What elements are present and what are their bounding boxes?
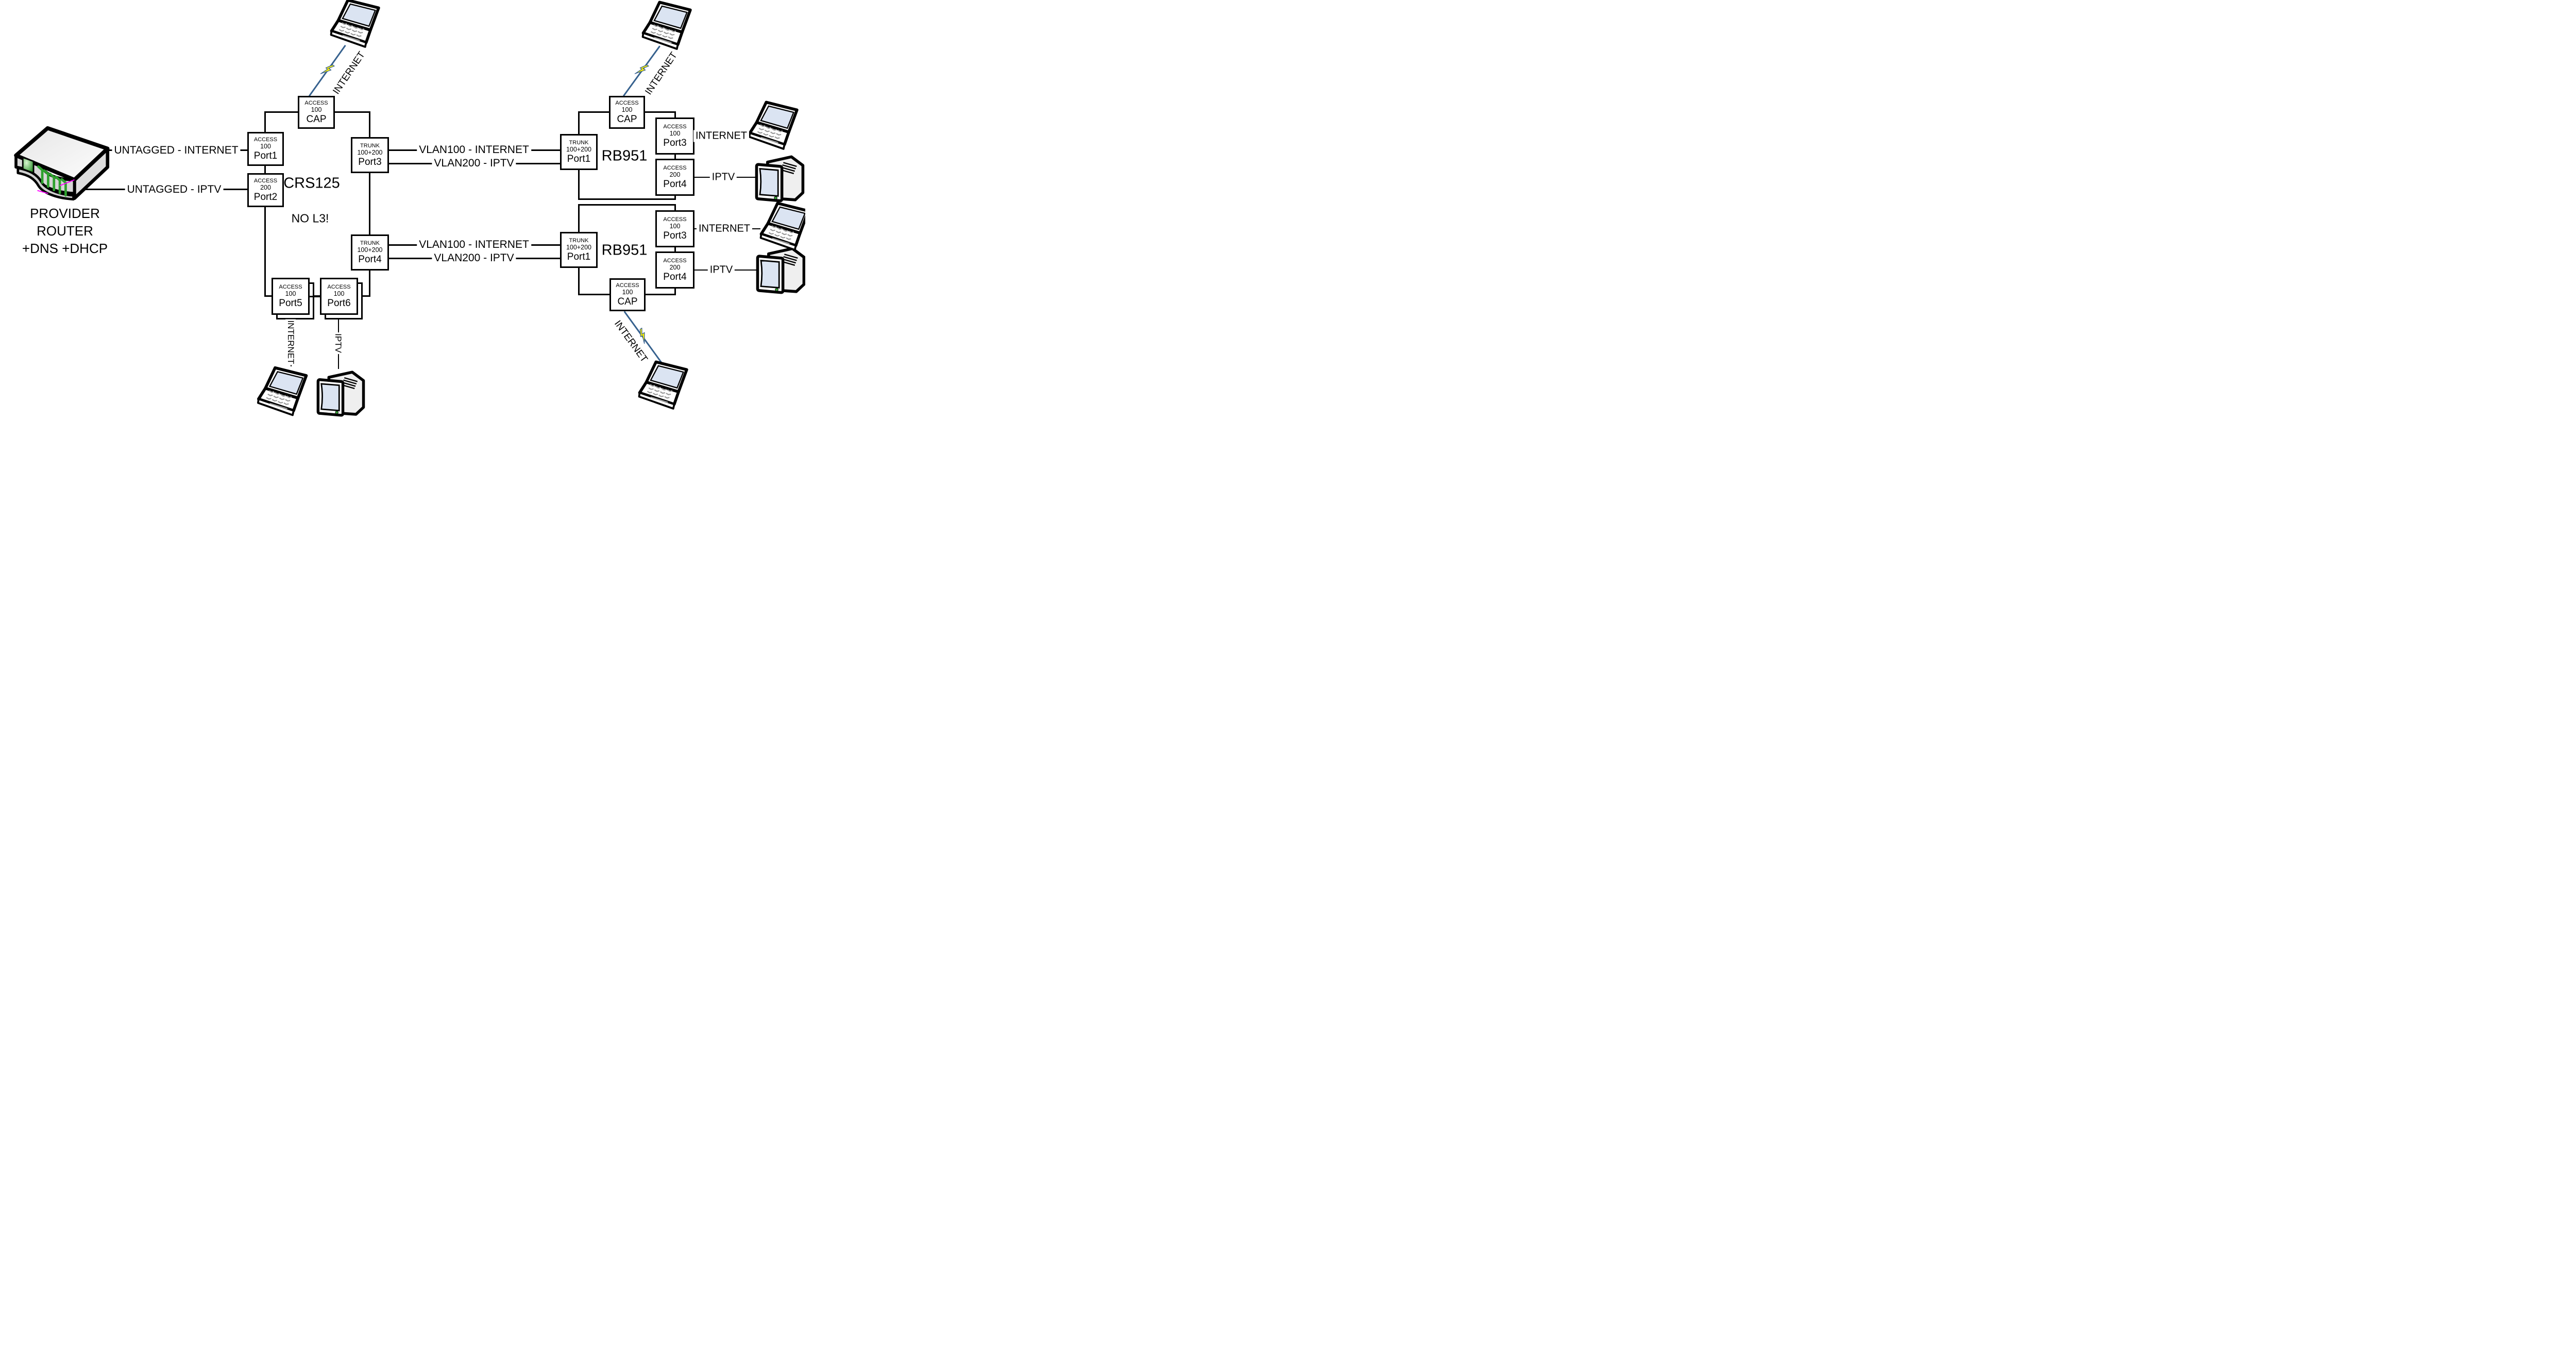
provider-router-title: PROVIDER ROUTER: [30, 206, 100, 239]
port-mode: ACCESS: [663, 123, 687, 130]
port-mode: ACCESS: [663, 257, 687, 264]
rb951-top-cap-box: ACCESS 100 CAP: [609, 96, 645, 129]
port-vlan: 100: [669, 130, 681, 138]
port-name: Port3: [663, 230, 687, 242]
port-vlan: 100: [285, 290, 296, 298]
port-vlan: 200: [669, 171, 681, 179]
port-mode: TRUNK: [569, 139, 589, 146]
port-vlan: 200: [669, 264, 681, 272]
port-name: Port1: [567, 251, 591, 263]
port-vlan: 100: [311, 106, 322, 114]
rb951-bottom-port4-box: ACCESS 200 Port4: [655, 251, 694, 289]
port-name: Port4: [663, 272, 687, 283]
port-vlan: 100+200: [357, 246, 383, 254]
label-vlan100-top: VLAN100 - INTERNET: [417, 144, 531, 156]
port-name: CAP: [306, 114, 327, 125]
label-wifi-internet-rb-top: INTERNET: [643, 50, 680, 97]
port-name: Port6: [327, 298, 351, 309]
port-name: Port3: [663, 138, 687, 149]
rb951-bottom-cap-box: ACCESS 100 CAP: [609, 278, 646, 311]
laptop-icon: [639, 0, 697, 54]
port-vlan: 100: [621, 106, 633, 114]
rb951-top-name: RB951: [601, 147, 648, 164]
label-iptv-rb-bottom: IPTV: [707, 264, 735, 276]
label-internet-rb-top: INTERNET: [693, 130, 749, 142]
lightning-bolt-icon: [635, 327, 651, 345]
port-vlan: 100: [333, 290, 345, 298]
rb951-bottom-name: RB951: [601, 242, 648, 259]
crs125-port3-box: TRUNK 100+200 Port3: [351, 137, 389, 173]
port-vlan: 100: [622, 289, 633, 296]
port-mode: ACCESS: [279, 283, 302, 290]
label-iptv-rb-top: IPTV: [709, 171, 737, 183]
port-mode: ACCESS: [663, 216, 687, 223]
tv-icon: [314, 368, 367, 419]
label-iptv-port6: IPTV: [333, 332, 343, 354]
port-name: Port2: [253, 192, 278, 203]
crs125-port5-box: ACCESS 100 Port5: [272, 278, 310, 315]
port-mode: ACCESS: [615, 99, 639, 106]
provider-router-icon: [11, 125, 110, 206]
crs125-port1-box: ACCESS 100 Port1: [247, 132, 284, 166]
laptop-icon: [757, 201, 805, 255]
crs125-port2-box: ACCESS 200 Port2: [247, 173, 284, 207]
port-vlan: 100+200: [357, 149, 383, 157]
rb951-top-port3-box: ACCESS 100 Port3: [655, 117, 694, 155]
crs125-port4-box: TRUNK 100+200 Port4: [351, 234, 389, 271]
port-vlan: 200: [260, 184, 271, 192]
label-untagged-internet: UNTAGGED - INTERNET: [112, 144, 241, 157]
port-mode: TRUNK: [360, 142, 380, 149]
port-mode: ACCESS: [663, 164, 687, 171]
label-internet-rb-bottom: INTERNET: [697, 223, 752, 235]
label-vlan100-bottom: VLAN100 - INTERNET: [417, 239, 531, 251]
crs125-name: CRS125: [283, 175, 340, 192]
laptop-icon: [636, 360, 693, 413]
port-vlan: 100+200: [566, 146, 591, 154]
port-mode: ACCESS: [616, 282, 639, 289]
port-name: CAP: [617, 296, 638, 308]
port-vlan: 100+200: [566, 244, 591, 251]
lightning-bolt-icon: [634, 61, 650, 79]
port-name: Port4: [358, 254, 382, 265]
provider-router-label: PROVIDER ROUTER +DNS +DHCP: [0, 205, 130, 257]
label-vlan200-bottom: VLAN200 - IPTV: [432, 252, 516, 264]
port-mode: TRUNK: [360, 240, 380, 246]
laptop-icon: [255, 366, 313, 419]
label-internet-port5: INTERNET: [285, 319, 296, 365]
tv-icon: [753, 151, 805, 206]
port-mode: ACCESS: [253, 177, 278, 184]
port-name: Port4: [663, 179, 687, 190]
network-diagram: ACCESS 100 CAP ACCESS 100 Port1 ACCESS 2…: [0, 0, 805, 419]
crs125-cap-box: ACCESS 100 CAP: [298, 96, 335, 129]
port-mode: ACCESS: [327, 283, 351, 290]
port-mode: ACCESS: [253, 136, 278, 143]
port-name: Port3: [358, 157, 382, 168]
port-name: Port5: [279, 298, 302, 309]
rb951-bottom-port1-box: TRUNK 100+200 Port1: [560, 232, 598, 268]
port-name: CAP: [617, 114, 637, 125]
laptop-icon: [328, 0, 385, 52]
crs125-port6-box: ACCESS 100 Port6: [320, 278, 358, 315]
provider-router-subtitle: +DNS +DHCP: [22, 240, 108, 256]
port-name: Port1: [253, 150, 278, 162]
crs125-note: NO L3!: [291, 211, 329, 225]
cable-port5-port6: [309, 296, 321, 297]
label-untagged-iptv: UNTAGGED - IPTV: [125, 183, 224, 196]
port-name: Port1: [567, 154, 591, 165]
port-vlan: 100: [260, 143, 271, 150]
laptop-icon: [746, 100, 804, 154]
rb951-bottom-port3-box: ACCESS 100 Port3: [655, 210, 694, 247]
rb951-top-port4-box: ACCESS 200 Port4: [655, 159, 694, 196]
rb951-top-port1-box: TRUNK 100+200 Port1: [560, 134, 598, 170]
port-vlan: 100: [669, 223, 681, 230]
lightning-bolt-icon: [319, 61, 335, 79]
port-mode: TRUNK: [569, 237, 589, 244]
label-vlan200-top: VLAN200 - IPTV: [432, 157, 516, 170]
port-mode: ACCESS: [304, 99, 328, 106]
